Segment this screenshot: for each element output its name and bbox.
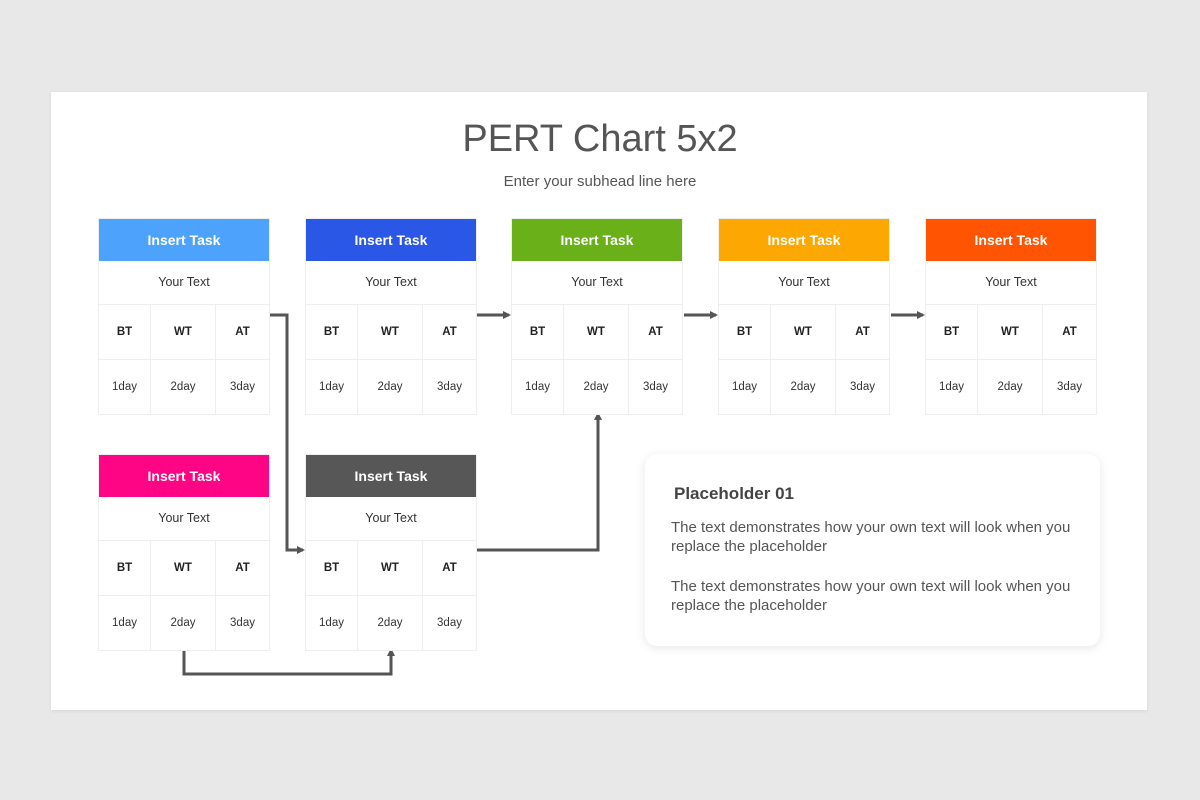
time-value: 2day <box>151 360 216 414</box>
task-header[interactable]: Insert Task <box>99 219 269 261</box>
time-label: WT <box>564 305 629 359</box>
time-value: 3day <box>850 381 875 393</box>
connector-gray-to-3 <box>477 412 602 552</box>
time-value: 2day <box>564 360 629 414</box>
time-value: 1day <box>99 360 151 414</box>
time-label: WT <box>771 305 836 359</box>
time-value: 1day <box>926 360 978 414</box>
placeholder-text-1: The text demonstrates how your own text … <box>671 519 1071 555</box>
task-header[interactable]: Insert Task <box>306 455 476 497</box>
time-label: BT <box>512 305 564 359</box>
time-value: 3day <box>230 617 255 629</box>
task-text: Your Text <box>512 261 682 305</box>
time-label: BT <box>306 305 358 359</box>
time-value: 2day <box>978 360 1043 414</box>
time-label: AT <box>235 562 250 574</box>
connector-pink-to-gray <box>182 648 395 676</box>
time-label: BT <box>719 305 771 359</box>
placeholder-card: Placeholder 01 The text demonstrates how… <box>645 454 1100 646</box>
time-value: 1day <box>512 360 564 414</box>
page-title: PERT Chart 5x2 <box>462 118 738 160</box>
task-text: Your Text <box>99 497 269 541</box>
time-label: WT <box>151 541 216 595</box>
time-label: AT <box>1062 326 1077 338</box>
time-value: 2day <box>151 596 216 650</box>
task-text: Your Text <box>719 261 889 305</box>
task-header[interactable]: Insert Task <box>99 455 269 497</box>
time-label: AT <box>235 326 250 338</box>
time-label: BT <box>99 305 151 359</box>
time-value: 2day <box>358 596 423 650</box>
time-label: WT <box>358 541 423 595</box>
time-value: 3day <box>230 381 255 393</box>
placeholder-title: Placeholder 01 <box>674 484 795 503</box>
time-value: 3day <box>643 381 668 393</box>
subhead: Enter your subhead line here <box>503 173 697 190</box>
time-label: BT <box>926 305 978 359</box>
time-label: AT <box>442 562 457 574</box>
time-label: BT <box>306 541 358 595</box>
placeholder-text-2: The text demonstrates how your own text … <box>671 578 1071 614</box>
time-label: AT <box>855 326 870 338</box>
time-value: 2day <box>358 360 423 414</box>
task-header[interactable]: Insert Task <box>306 219 476 261</box>
time-value: 2day <box>771 360 836 414</box>
time-value: 1day <box>306 596 358 650</box>
task-text: Your Text <box>99 261 269 305</box>
time-label: AT <box>442 326 457 338</box>
time-value: 1day <box>306 360 358 414</box>
time-value: 3day <box>437 617 462 629</box>
time-label: WT <box>151 305 216 359</box>
time-value: 3day <box>437 381 462 393</box>
connector-1-to-gray <box>270 313 305 554</box>
task-header[interactable]: Insert Task <box>512 219 682 261</box>
time-value: 3day <box>1057 381 1082 393</box>
task-text: Your Text <box>306 261 476 305</box>
time-label: WT <box>358 305 423 359</box>
task-text: Your Text <box>306 497 476 541</box>
time-label: BT <box>99 541 151 595</box>
task-header[interactable]: Insert Task <box>926 219 1096 261</box>
time-label: AT <box>648 326 663 338</box>
task-header[interactable]: Insert Task <box>719 219 889 261</box>
time-value: 1day <box>719 360 771 414</box>
time-value: 1day <box>99 596 151 650</box>
time-label: WT <box>978 305 1043 359</box>
task-text: Your Text <box>926 261 1096 305</box>
